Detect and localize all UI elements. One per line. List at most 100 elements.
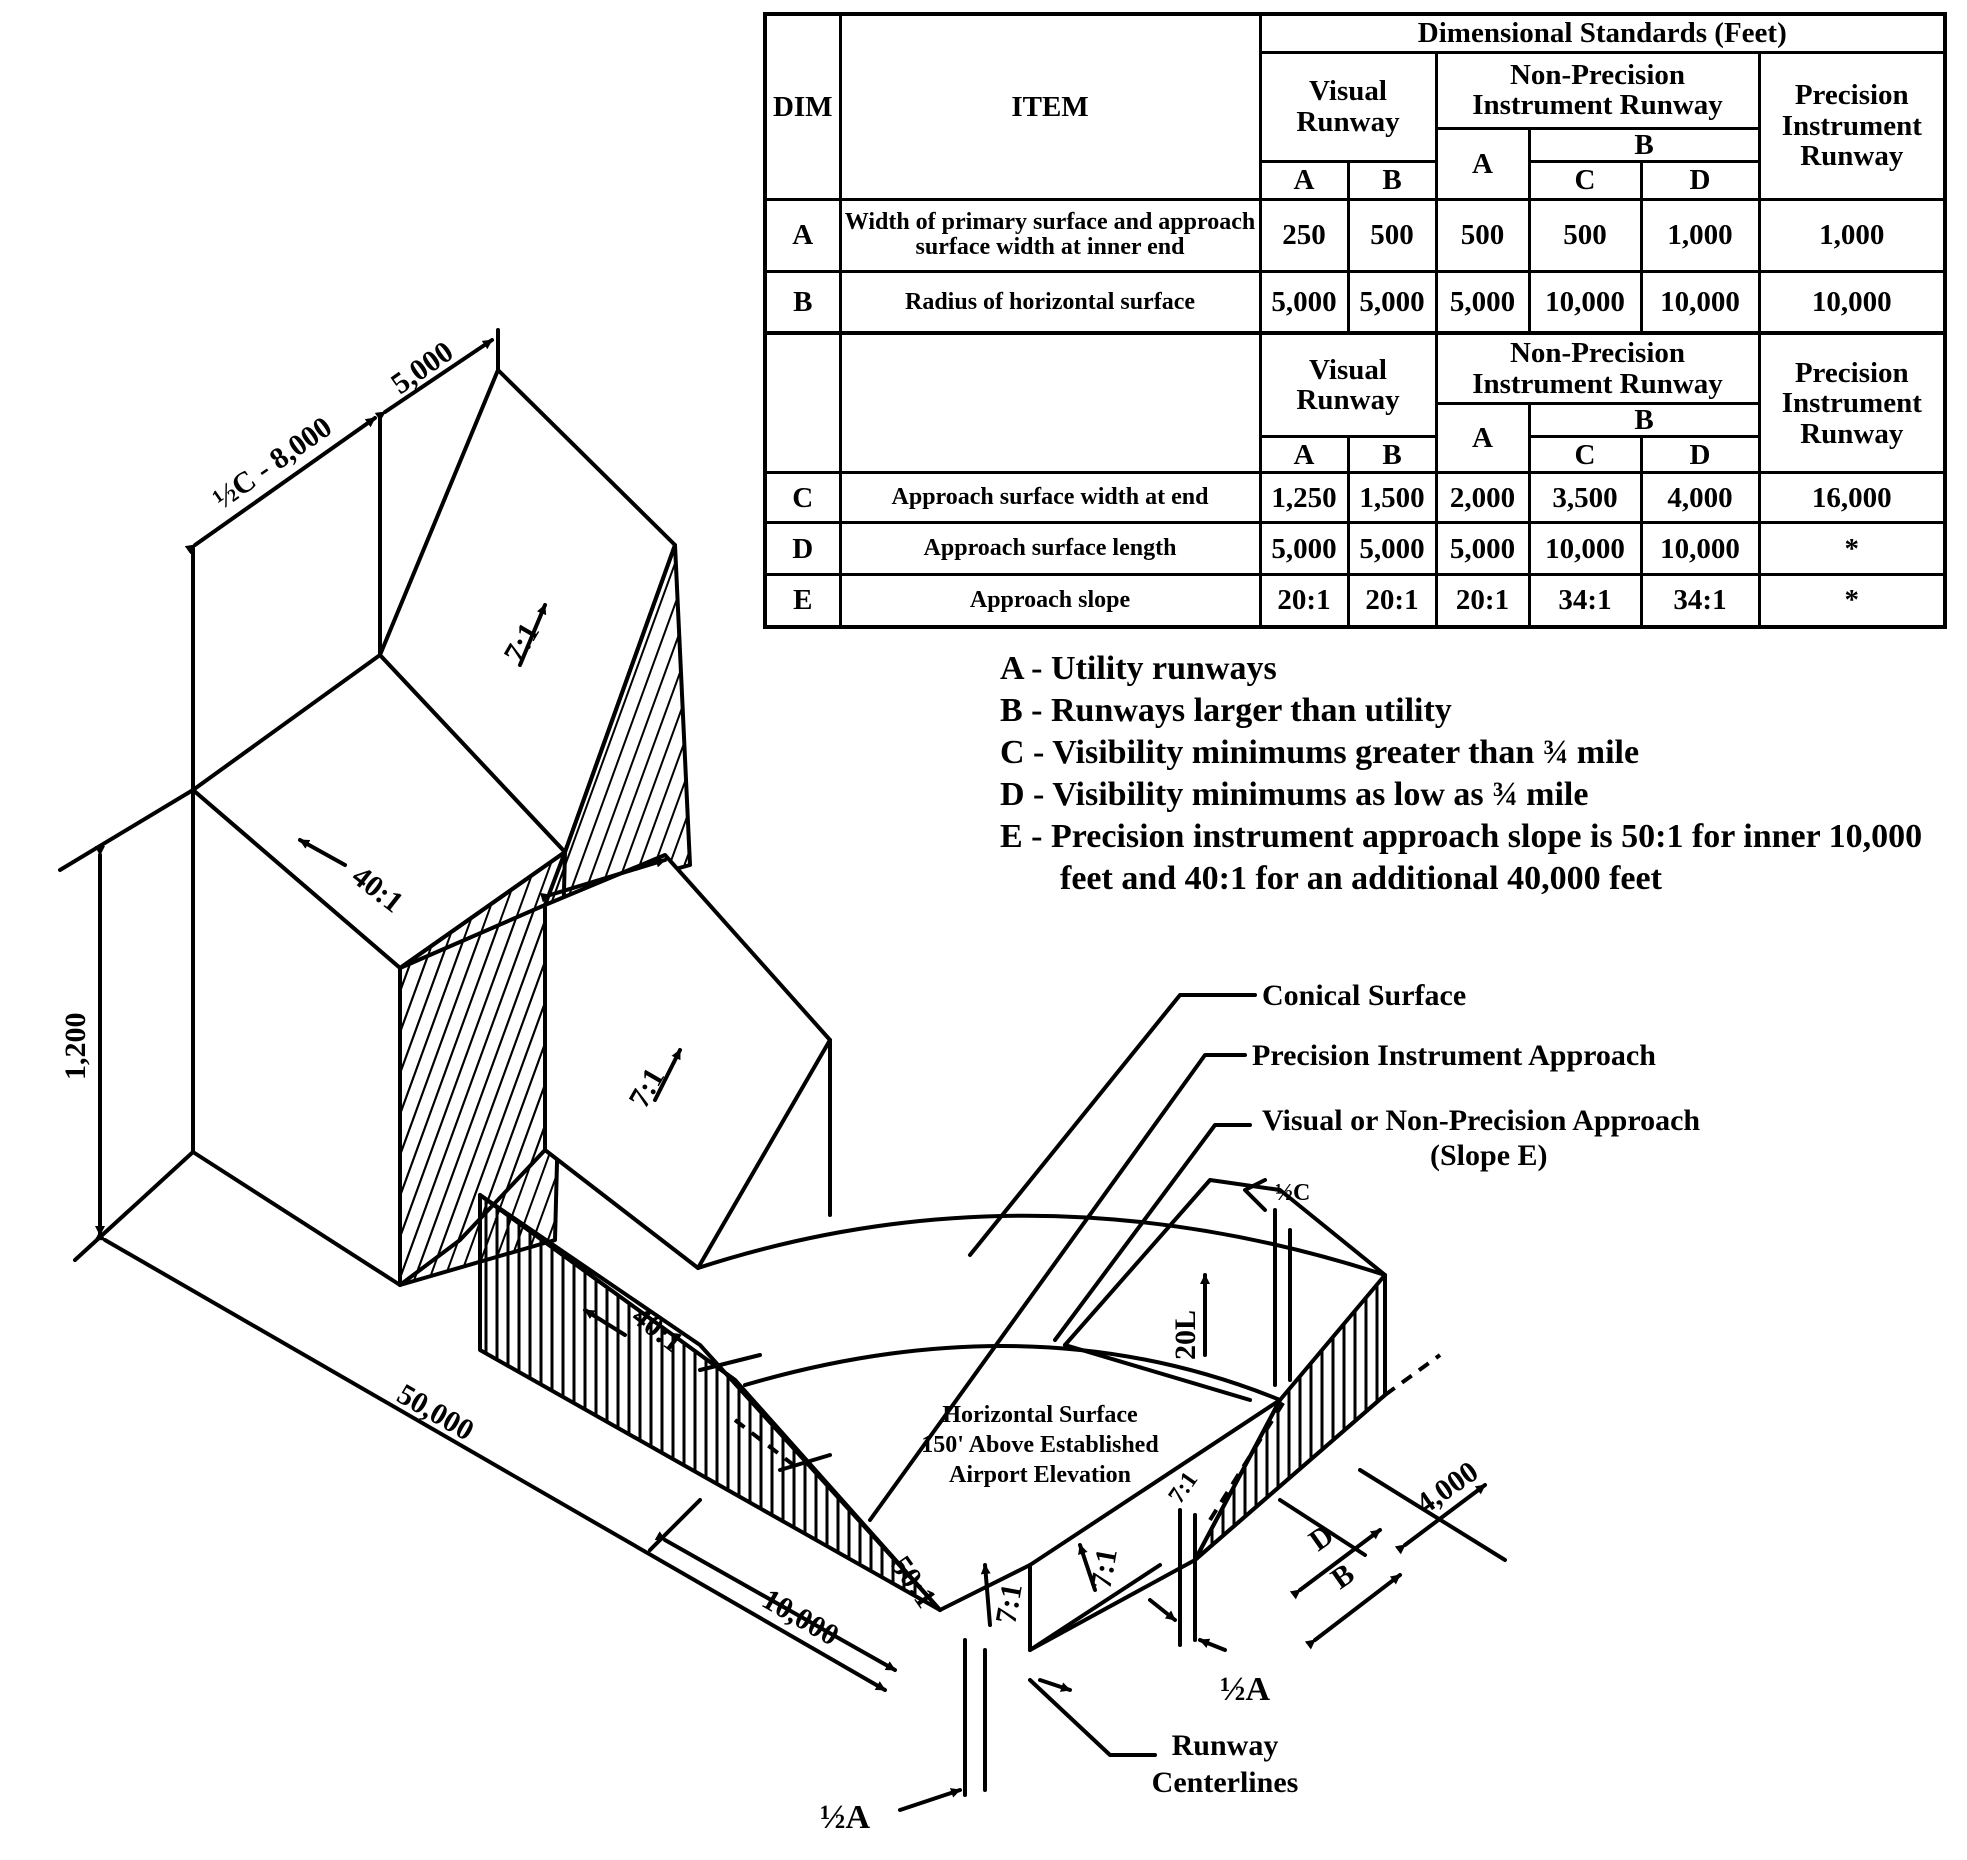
table-row: C Approach surface width at end 1,250 1,… — [763, 471, 1947, 525]
row-value: 20:1 — [1258, 573, 1350, 629]
header2-np-c: C — [1527, 435, 1643, 475]
row-value: 5,000 — [1434, 521, 1531, 577]
slope-arrows — [298, 603, 1210, 1627]
row-value: 500 — [1434, 197, 1531, 273]
dim-1200-label: 1,200 — [59, 1013, 92, 1081]
header2-non-precision: Non-Precision Instrument Runway — [1434, 331, 1761, 405]
header-np-d: D — [1639, 159, 1761, 201]
horizontal-surface-line2: 150' Above Established — [921, 1432, 1159, 1458]
runway-centerlines-line2: Centerlines — [1152, 1766, 1299, 1799]
header2-item-blank — [838, 331, 1262, 475]
row-item: Approach surface width at end — [838, 471, 1262, 525]
header-np-a: A — [1434, 126, 1531, 201]
legend-item-a: A - Utility runways — [1000, 650, 1277, 687]
legend-item-e: E - Precision instrument approach slope … — [1000, 818, 1923, 897]
row-value: * — [1757, 521, 1947, 577]
visual-approach-surface — [1063, 1178, 1442, 1522]
runway-centerlines — [898, 1508, 1227, 1812]
dim-d-label: D — [1303, 1518, 1340, 1557]
row-value: 20:1 — [1346, 573, 1438, 629]
header2-np-b: B — [1527, 401, 1761, 439]
row-value: 2,000 — [1434, 471, 1531, 525]
dim-half-c-8000-label: ½C - 8,000 — [207, 410, 338, 515]
row-value: 34:1 — [1639, 573, 1761, 629]
header2-precision: Precision Instrument Runway — [1757, 331, 1947, 475]
legend-item-d: D - Visibility minimums as low as ¾ mile — [1000, 776, 1589, 813]
row-dim: B — [763, 269, 842, 335]
header-precision: Precision Instrument Runway — [1757, 50, 1947, 201]
row-dim: D — [763, 521, 842, 577]
header2-np-d: D — [1639, 435, 1761, 475]
row-dim: E — [763, 573, 842, 629]
header-visual-runway: Visual Runway — [1258, 50, 1438, 163]
row-value: 10,000 — [1527, 269, 1643, 335]
row-value: 500 — [1346, 197, 1438, 273]
row-dim: A — [763, 197, 842, 273]
dim-50000-label: 50,000 — [392, 1377, 480, 1447]
callout-visual-approach-line2: (Slope E) — [1430, 1139, 1548, 1172]
row-value: 5,000 — [1346, 269, 1438, 335]
header-visual-b: B — [1346, 159, 1438, 201]
half-c-label: ½C — [1275, 1180, 1310, 1206]
row-value: 250 — [1258, 197, 1350, 273]
half-a-right-label: ½A — [1220, 1671, 1271, 1708]
callout-visual-approach-line1: Visual or Non-Precision Approach — [1262, 1104, 1700, 1137]
row-value: 10,000 — [1639, 521, 1761, 577]
row-value: 20:1 — [1434, 573, 1531, 629]
row-value: 34:1 — [1527, 573, 1643, 629]
header2-dim-blank — [763, 331, 842, 475]
header-item: ITEM — [838, 12, 1262, 201]
row-item: Width of primary surface and approach su… — [838, 197, 1262, 273]
half-a-bottom-label: ½A — [820, 1799, 871, 1836]
row-value: * — [1757, 573, 1947, 629]
row-value: 5,000 — [1434, 269, 1531, 335]
runway-20l-label: 20L — [1169, 1310, 1202, 1360]
row-value: 10,000 — [1527, 521, 1643, 577]
header2-np-a: A — [1434, 401, 1531, 475]
middle-transitional-surface — [398, 853, 832, 1287]
header-visual-a: A — [1258, 159, 1350, 201]
row-value: 5,000 — [1258, 521, 1350, 577]
row-item: Radius of horizontal surface — [838, 269, 1262, 335]
header2-visual-runway: Visual Runway — [1258, 331, 1438, 439]
horizontal-surface-line1: Horizontal Surface — [942, 1402, 1138, 1428]
row-value: 500 — [1527, 197, 1643, 273]
callout-conical-surface: Conical Surface — [1262, 979, 1466, 1012]
row-value: 1,250 — [1258, 471, 1350, 525]
table-row: E Approach slope 20:1 20:1 20:1 34:1 34:… — [763, 573, 1947, 629]
header-standards: Dimensional Standards (Feet) — [1258, 12, 1947, 54]
slope-label-lower-7-1: 7:1 — [989, 1581, 1028, 1626]
row-value: 16,000 — [1757, 471, 1947, 525]
callout-precision-approach: Precision Instrument Approach — [1252, 1039, 1656, 1072]
row-value: 10,000 — [1757, 269, 1947, 335]
dim-b-label: B — [1325, 1557, 1360, 1596]
row-item: Approach surface length — [838, 521, 1262, 577]
table-row: A Width of primary surface and approach … — [763, 197, 1947, 273]
row-value: 4,000 — [1639, 471, 1761, 525]
row-item: Approach slope — [838, 573, 1262, 629]
inner-approach-wall — [478, 1193, 942, 1612]
row-value: 1,500 — [1346, 471, 1438, 525]
header-dim: DIM — [763, 12, 842, 201]
header2-visual-b: B — [1346, 435, 1438, 475]
row-value: 1,000 — [1639, 197, 1761, 273]
header-np-b: B — [1527, 126, 1761, 163]
callout-leaders — [868, 993, 1267, 1757]
dimension-lines — [58, 328, 1507, 1692]
legend-item-c: C - Visibility minimums greater than ¾ m… — [1000, 734, 1640, 771]
header-non-precision: Non-Precision Instrument Runway — [1434, 50, 1761, 130]
dim-5000-label: 5,000 — [385, 335, 459, 401]
header2-visual-a: A — [1258, 435, 1350, 475]
dimensional-standards-table: DIM ITEM Dimensional Standards (Feet) Vi… — [763, 12, 1948, 629]
row-value: 5,000 — [1258, 269, 1350, 335]
legend-item-b: B - Runways larger than utility — [1000, 692, 1452, 729]
table-row: D Approach surface length 5,000 5,000 5,… — [763, 521, 1947, 577]
row-value: 1,000 — [1757, 197, 1947, 273]
slope-label-right-7-1: 7:1 — [1084, 1546, 1123, 1591]
row-value: 3,500 — [1527, 471, 1643, 525]
row-value: 5,000 — [1346, 521, 1438, 577]
header-np-c: C — [1527, 159, 1643, 201]
legend-notes: A - Utility runways B - Runways larger t… — [1000, 648, 1960, 900]
row-dim: C — [763, 471, 842, 525]
